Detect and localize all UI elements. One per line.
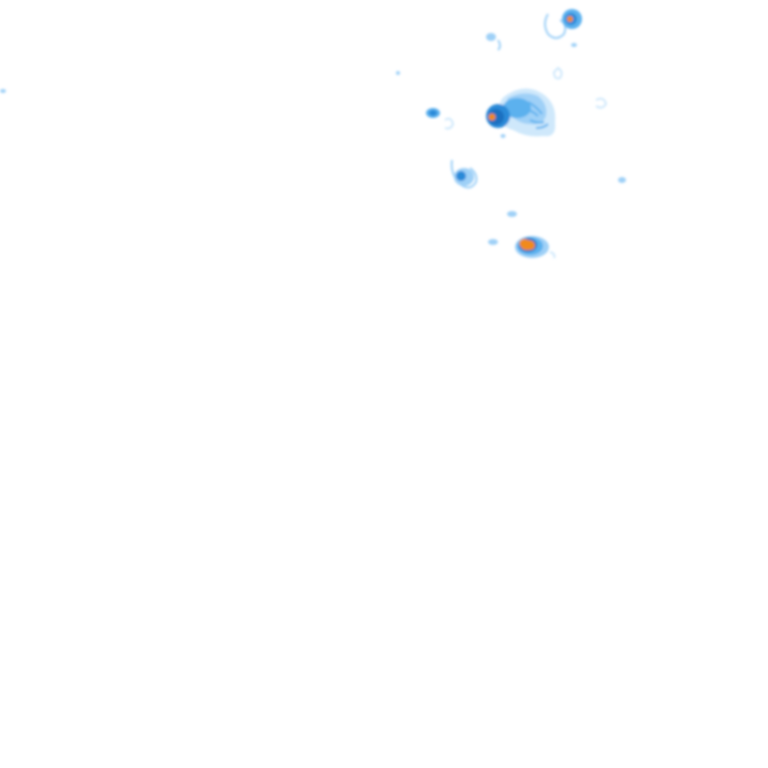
storm-cell-central-cluster[interactable]: [486, 88, 556, 138]
echo-speck: [488, 239, 498, 245]
cell-halo: [450, 159, 478, 189]
echo-ring: [444, 117, 455, 130]
echo-ring: [595, 97, 608, 109]
cell-core: [429, 110, 437, 116]
faint-echoes: [0, 33, 626, 259]
storm-cell-mid-left[interactable]: [450, 159, 478, 189]
echo-ring: [552, 66, 563, 80]
cell-peak: [567, 16, 573, 22]
cluster-speck: [500, 134, 506, 138]
cluster-very-heavy: [488, 109, 504, 125]
storm-cell-top-right[interactable]: [544, 9, 582, 47]
cell-tail: [571, 43, 577, 47]
echo-speck: [618, 177, 626, 183]
cluster-peak: [488, 113, 496, 121]
storm-cell-lower[interactable]: [515, 236, 549, 258]
cell-peak: [519, 238, 535, 251]
echo-speck: [396, 71, 400, 75]
echo-speck: [0, 89, 6, 93]
storm-cell-small-left[interactable]: [426, 108, 440, 118]
echo-speck: [486, 33, 496, 41]
echo-ring: [549, 251, 556, 259]
echo-ring: [497, 39, 501, 51]
cluster-moderate: [503, 98, 531, 118]
echo-speck: [507, 211, 517, 217]
cell-core: [456, 171, 466, 181]
